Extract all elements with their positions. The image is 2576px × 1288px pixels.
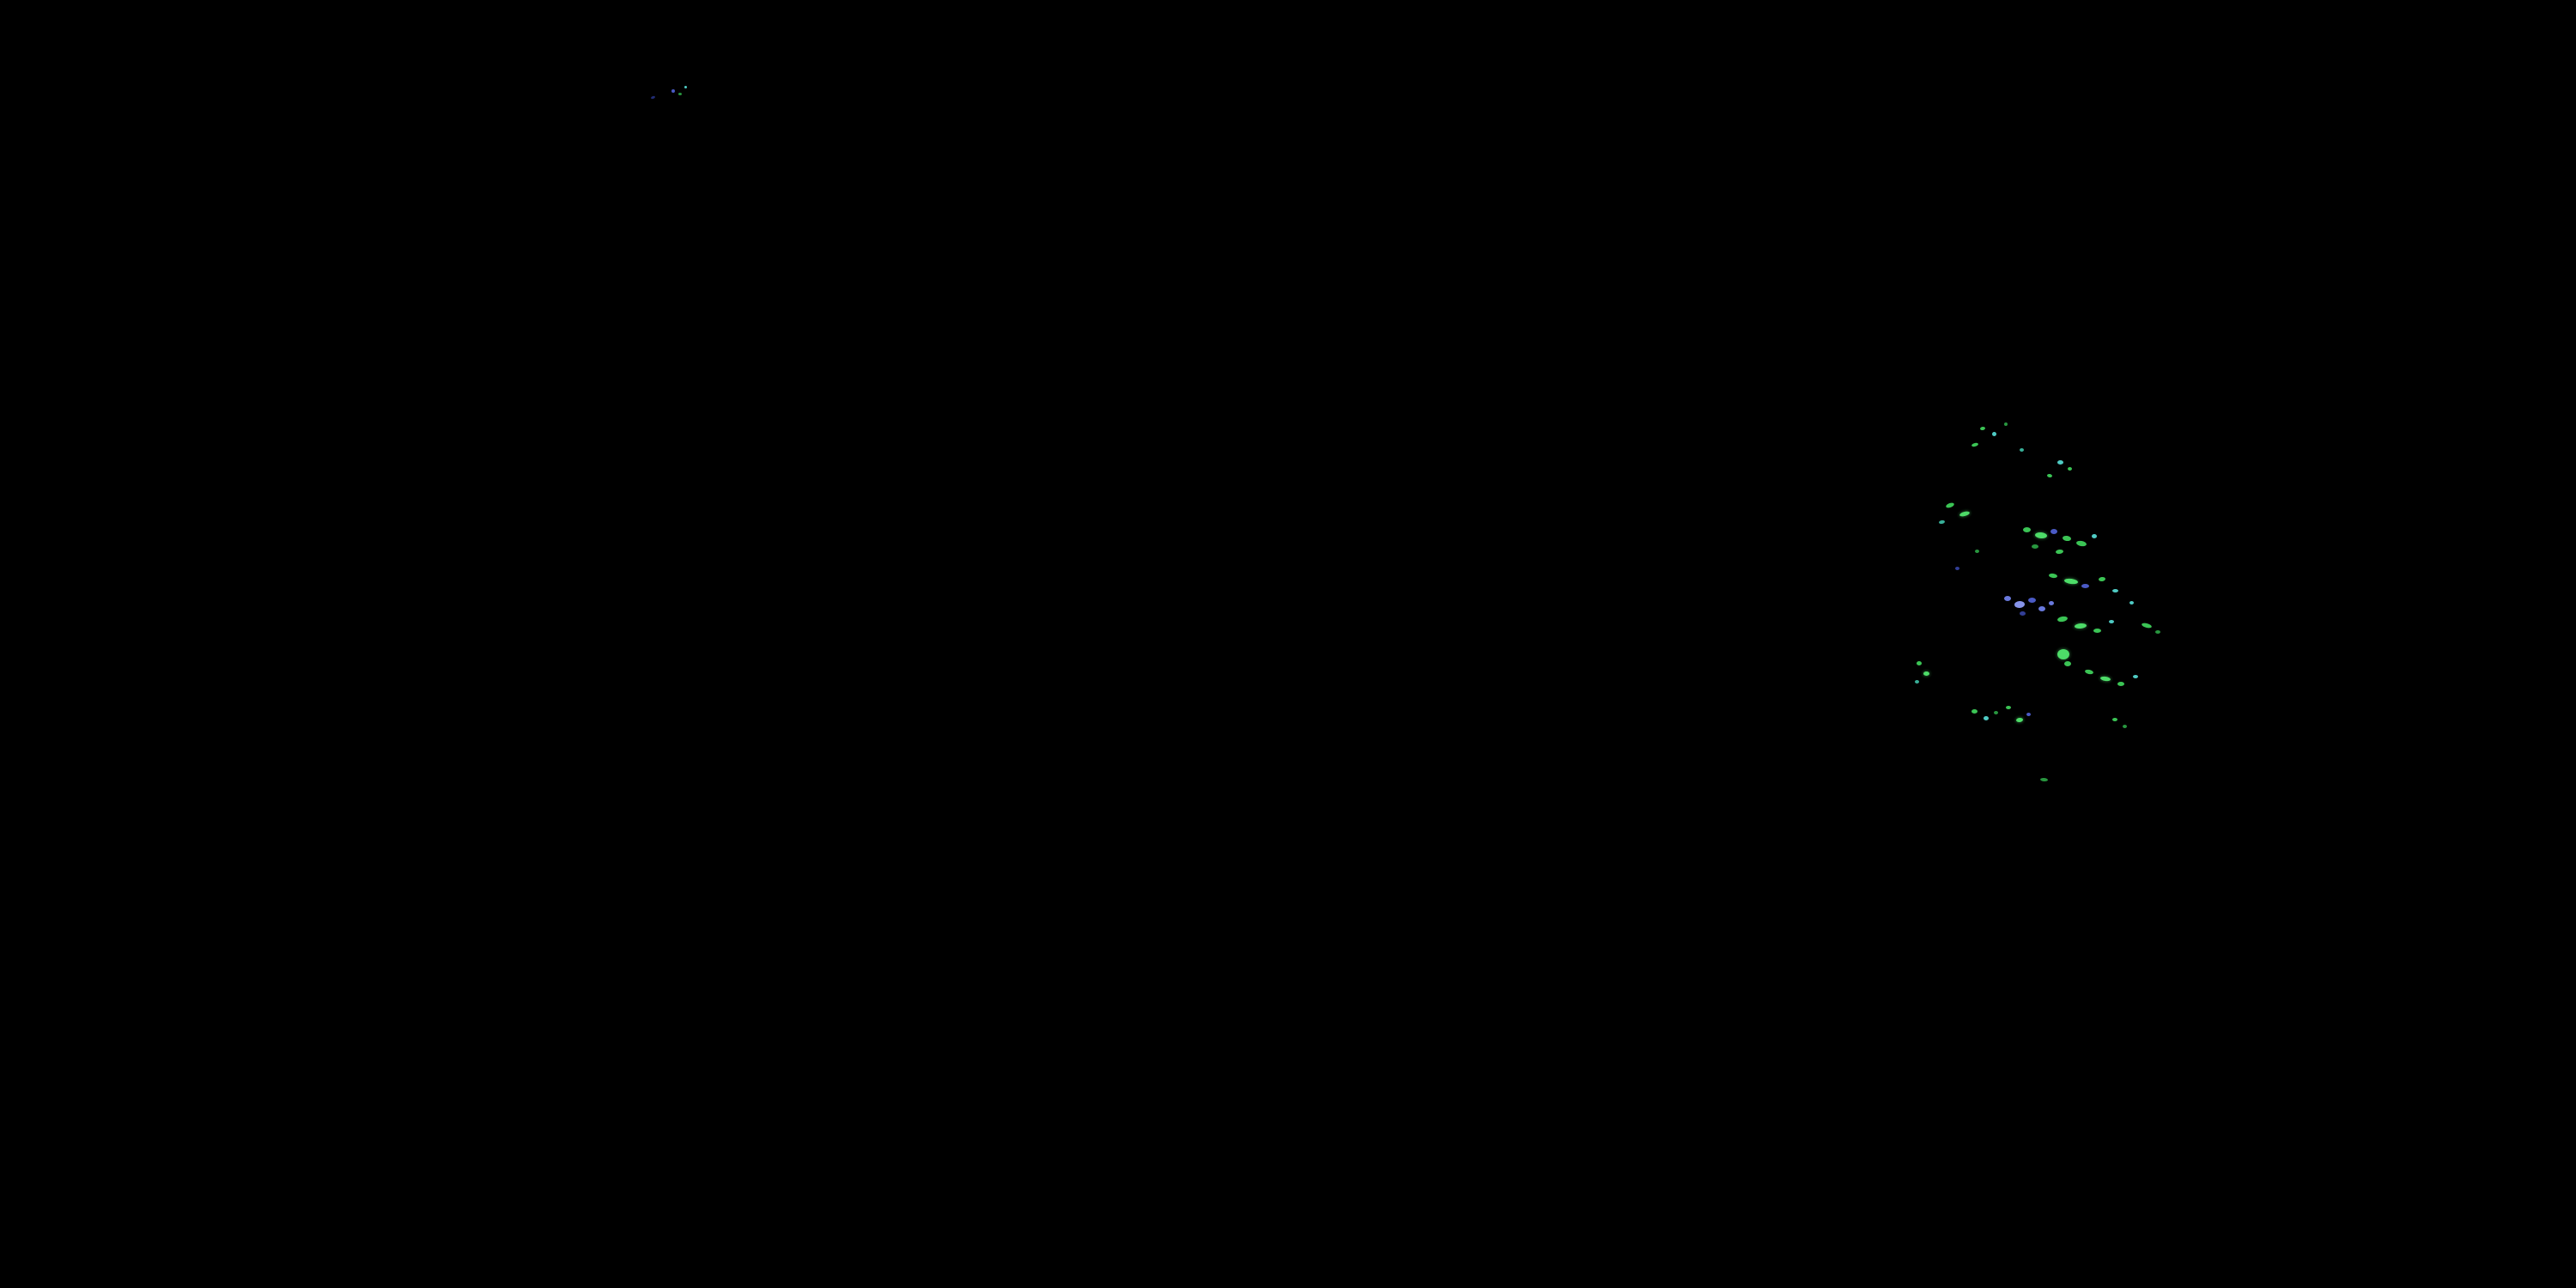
speckle bbox=[1917, 661, 1922, 665]
speckle bbox=[2084, 669, 2094, 675]
speckle bbox=[1992, 432, 1996, 436]
speckle bbox=[2055, 549, 2064, 555]
speckle bbox=[1915, 680, 1919, 683]
speckle bbox=[1979, 426, 1986, 431]
speckle bbox=[2057, 460, 2063, 465]
speckle bbox=[2074, 623, 2087, 629]
speckle bbox=[2046, 473, 2053, 478]
speckle bbox=[1938, 519, 1946, 525]
speckle bbox=[2063, 577, 2079, 586]
speckle bbox=[2028, 598, 2036, 603]
speckle bbox=[1971, 442, 1979, 447]
speckle bbox=[684, 86, 687, 88]
speckle bbox=[2014, 600, 2026, 609]
speckle bbox=[2048, 573, 2058, 579]
speckle bbox=[2068, 467, 2072, 471]
speckle bbox=[2032, 544, 2038, 549]
speckle bbox=[2020, 611, 2026, 616]
speckle bbox=[2015, 717, 2024, 723]
speckle bbox=[2081, 584, 2089, 588]
speckle bbox=[1975, 550, 1979, 553]
speckle bbox=[2099, 676, 2111, 682]
speckle bbox=[2049, 601, 2054, 605]
speckle bbox=[650, 95, 656, 100]
speckle bbox=[671, 89, 675, 93]
speckle bbox=[678, 93, 682, 95]
speckle bbox=[1971, 709, 1978, 714]
speckle bbox=[1984, 716, 1989, 720]
speckle bbox=[2039, 777, 2049, 782]
speckle bbox=[2112, 589, 2118, 592]
speckle bbox=[2075, 540, 2087, 547]
speckle bbox=[2004, 422, 2008, 426]
speckle bbox=[2034, 532, 2048, 539]
speckle bbox=[2020, 448, 2024, 452]
speckle bbox=[1945, 501, 1955, 509]
speckle bbox=[1994, 711, 1998, 714]
speckle bbox=[2050, 529, 2057, 534]
speckle bbox=[2026, 713, 2031, 716]
speckle bbox=[2112, 718, 2117, 721]
speckle bbox=[2038, 606, 2045, 611]
speckle bbox=[2133, 675, 2138, 678]
speckle bbox=[1959, 510, 1971, 518]
speckle bbox=[2093, 629, 2101, 633]
speckle bbox=[2098, 576, 2106, 582]
speckle bbox=[2123, 725, 2127, 728]
speckle bbox=[2004, 596, 2011, 601]
speckle bbox=[2117, 682, 2124, 686]
speckle bbox=[2057, 616, 2069, 623]
speckle bbox=[1923, 671, 1929, 676]
speckle bbox=[2155, 630, 2160, 634]
speckle bbox=[2062, 535, 2072, 542]
speckle bbox=[2129, 601, 2134, 605]
speckle bbox=[2064, 661, 2071, 666]
speckle bbox=[2109, 620, 2114, 623]
speckle bbox=[2006, 706, 2011, 709]
speckle bbox=[1955, 567, 1959, 570]
speckle bbox=[2057, 649, 2069, 659]
speckle bbox=[2023, 527, 2031, 532]
speckle bbox=[2092, 534, 2097, 538]
speckle bbox=[2141, 622, 2153, 629]
